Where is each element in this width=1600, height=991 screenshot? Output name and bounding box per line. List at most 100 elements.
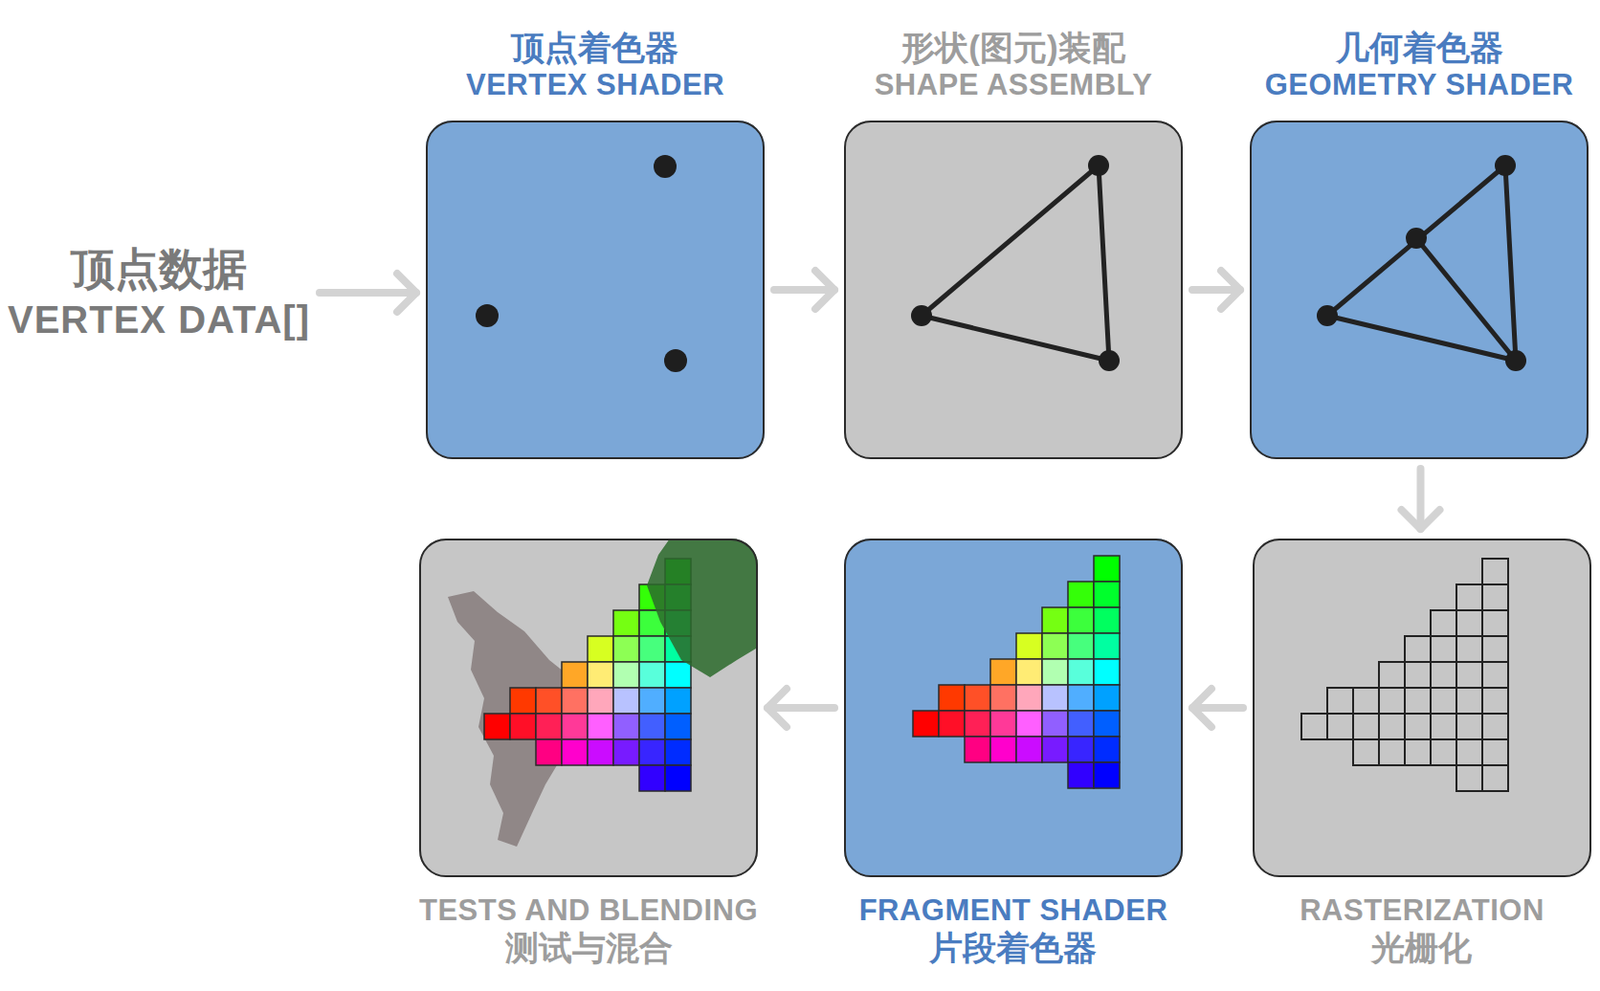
fragment-grid xyxy=(912,555,1120,789)
pixel-cell xyxy=(561,713,588,740)
pixel-cell xyxy=(1042,685,1068,712)
pixel-cell xyxy=(1067,711,1094,737)
data-label: 顶点数据VERTEX DATA[] xyxy=(7,242,311,344)
pixel-cell xyxy=(1016,711,1043,737)
assembled-triangle xyxy=(911,155,1120,372)
pixel-cell xyxy=(1067,607,1094,634)
pixel-cell xyxy=(1042,711,1068,737)
stage-title: 顶点着色器 xyxy=(466,28,725,67)
flow-arrow xyxy=(1401,468,1441,530)
pixel-cell xyxy=(1353,739,1379,766)
stage-heading: 顶点着色器VERTEX SHADER xyxy=(466,28,725,104)
flow-arrow xyxy=(1192,270,1241,310)
pixel-cell xyxy=(1093,581,1120,608)
pixel-cell xyxy=(1067,736,1094,763)
pixel-cell xyxy=(1093,685,1120,712)
stage-subtitle: 片段着色器 xyxy=(859,929,1169,968)
pixel-cell xyxy=(964,685,991,712)
pixel-cell xyxy=(1456,688,1483,714)
box-fills xyxy=(419,120,1592,878)
pixel-cell xyxy=(1456,739,1483,766)
pixel-cell xyxy=(587,636,614,663)
pixel-cell xyxy=(1093,633,1120,660)
pixel-cell xyxy=(1042,633,1068,660)
stage-box: TESTS AND BLENDING测试与混合 xyxy=(419,538,758,878)
pixel-cell xyxy=(639,662,666,689)
pixel-cell xyxy=(1093,659,1120,686)
pixel-cell xyxy=(561,688,588,714)
pixel-cell xyxy=(1456,584,1483,611)
stage-title: 形状(图元)装配 xyxy=(874,28,1154,67)
pixel-cell xyxy=(1042,607,1068,634)
pixel-cell xyxy=(1301,713,1328,740)
pixel-cell xyxy=(1482,584,1509,611)
pixel-cell xyxy=(510,688,536,714)
stage-subtitle: 光栅化 xyxy=(1299,929,1545,968)
pixel-cell xyxy=(1482,558,1509,585)
box-fill xyxy=(1249,120,1589,460)
pixel-cell xyxy=(665,765,691,792)
stage-title: 顶点数据 xyxy=(7,242,311,296)
pixel-cell xyxy=(1404,636,1431,663)
pixel-cell xyxy=(1327,688,1354,714)
pixel-cell xyxy=(1456,610,1483,637)
pixel-cell xyxy=(964,736,991,763)
pixel-cell xyxy=(1430,688,1457,714)
pixel-cell xyxy=(1404,662,1431,689)
pixel-cell xyxy=(1456,765,1483,792)
pixel-cell xyxy=(1456,662,1483,689)
pixel-cell xyxy=(639,688,666,714)
pixel-cell xyxy=(1482,713,1509,740)
pixel-cell xyxy=(1067,633,1094,660)
pixel-cell xyxy=(1067,762,1094,789)
pixel-cell xyxy=(1430,610,1457,637)
flow-arrow xyxy=(767,688,835,728)
pixel-cell xyxy=(1430,636,1457,663)
pixel-cell xyxy=(938,711,965,737)
pixel-cell xyxy=(1430,713,1457,740)
pixel-cell xyxy=(561,739,588,766)
pixel-cell xyxy=(990,711,1017,737)
stage-title: RASTERIZATION xyxy=(1299,892,1545,930)
box-fill xyxy=(844,538,1183,878)
pixel-cell xyxy=(484,713,511,740)
geometry-triangles xyxy=(1316,155,1527,372)
pixel-cell xyxy=(1482,610,1509,637)
pixel-cell xyxy=(1093,762,1120,789)
stage-heading: 形状(图元)装配SHAPE ASSEMBLY xyxy=(874,28,1154,104)
pixel-cell xyxy=(535,713,562,740)
pixel-cell xyxy=(561,662,588,689)
pixel-cell xyxy=(1456,713,1483,740)
stage-heading: 几何着色器GEOMETRY SHADER xyxy=(1265,28,1575,104)
pixel-cell xyxy=(587,688,614,714)
pixel-cell xyxy=(964,711,991,737)
pixel-cell xyxy=(990,685,1017,712)
pixel-cell xyxy=(1093,555,1120,582)
pixel-cell xyxy=(1093,711,1120,737)
pixel-cell xyxy=(1327,713,1354,740)
pixel-cell xyxy=(587,739,614,766)
pixel-cell xyxy=(1404,713,1431,740)
pixel-cell xyxy=(1482,739,1509,766)
pixel-cell xyxy=(1378,688,1405,714)
pixel-cell xyxy=(1016,659,1043,686)
vertex-points xyxy=(475,155,688,373)
stage-subtitle: VERTEX SHADER xyxy=(466,66,725,104)
pixel-cell xyxy=(665,713,691,740)
pixel-cell xyxy=(938,685,965,712)
box-fill xyxy=(1252,538,1592,878)
pixel-cell xyxy=(1016,685,1043,712)
pixel-cell xyxy=(639,713,666,740)
pixel-cell xyxy=(639,765,666,792)
blend-scene xyxy=(447,538,758,847)
pixel-cell xyxy=(613,739,640,766)
pixel-cell xyxy=(1353,713,1379,740)
pixel-cell xyxy=(613,636,640,663)
pixel-cell xyxy=(1482,636,1509,663)
flow-arrow xyxy=(319,273,417,312)
pixel-cell xyxy=(613,662,640,689)
stage-subtitle: VERTEX DATA[] xyxy=(7,295,311,344)
pixel-cell xyxy=(1456,636,1483,663)
